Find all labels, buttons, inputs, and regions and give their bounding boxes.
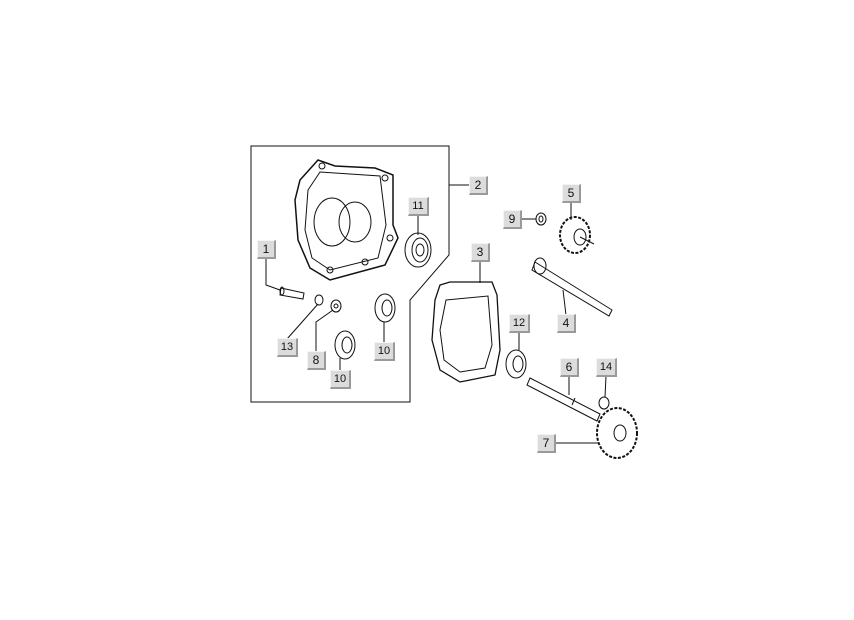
callout-label: 14 bbox=[596, 358, 617, 377]
callout-label: 6 bbox=[560, 358, 579, 377]
leader-lines bbox=[265, 184, 607, 444]
callout-label: 12 bbox=[509, 314, 530, 333]
callout-label: 5 bbox=[562, 184, 581, 203]
part-bolt-1 bbox=[279, 286, 305, 300]
part-shaft-4 bbox=[531, 257, 613, 317]
callout-label: 4 bbox=[557, 314, 576, 333]
part-bearing-10a bbox=[374, 293, 396, 323]
part-gasket bbox=[431, 281, 501, 383]
callout-label: 13 bbox=[277, 338, 298, 357]
part-clip-14 bbox=[598, 396, 610, 410]
part-gear-5 bbox=[559, 216, 595, 254]
part-washer-13 bbox=[314, 294, 324, 306]
callout-label: 3 bbox=[471, 243, 490, 262]
callout-label: 10 bbox=[330, 370, 351, 389]
part-cover-casing bbox=[294, 159, 399, 281]
part-bearing-11 bbox=[404, 232, 432, 268]
part-washer-9 bbox=[535, 212, 547, 226]
assembly-group-frame bbox=[250, 145, 450, 403]
callout-label: 11 bbox=[408, 197, 429, 216]
part-bearing-12 bbox=[505, 349, 527, 379]
callout-label: 8 bbox=[307, 351, 326, 370]
part-bearing-10b bbox=[334, 330, 356, 360]
part-nut-8 bbox=[330, 299, 342, 313]
callout-label: 10 bbox=[374, 342, 395, 361]
callout-label: 7 bbox=[537, 434, 556, 453]
part-shaft-6 bbox=[526, 377, 601, 422]
callout-label: 1 bbox=[257, 240, 276, 259]
part-gear-7 bbox=[596, 407, 638, 459]
callout-label: 2 bbox=[469, 176, 488, 195]
callout-label: 9 bbox=[503, 210, 522, 229]
